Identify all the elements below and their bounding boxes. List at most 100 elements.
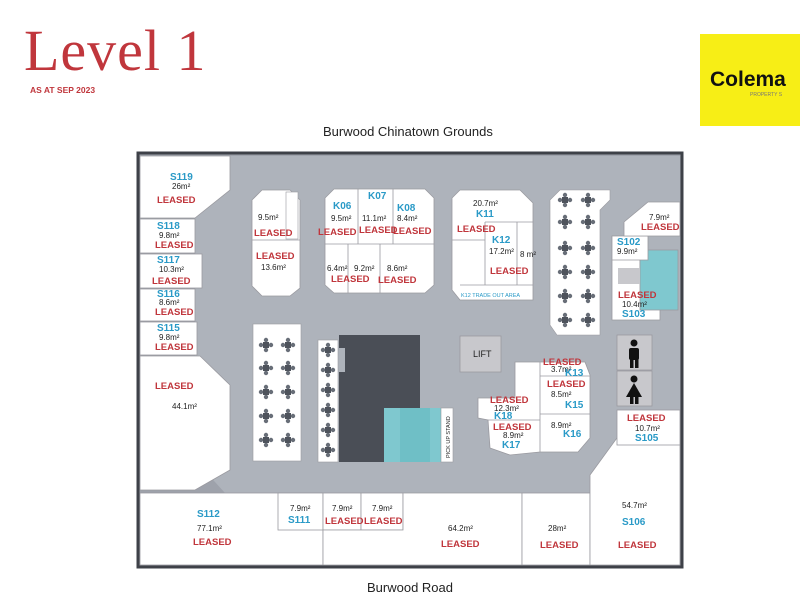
table-icon xyxy=(320,402,336,418)
unit-east-79[interactable] xyxy=(623,201,681,237)
unit-area: 64.2m² xyxy=(448,524,473,533)
status-label: LEASED xyxy=(627,413,666,424)
unit-area: 8.9m² xyxy=(503,431,524,440)
unit-area: 7.9m² xyxy=(649,213,670,222)
unit-area: 10.7m² xyxy=(635,424,660,433)
kiosk-block-k06-k08 xyxy=(324,188,435,294)
unit-label: S105 xyxy=(635,433,659,444)
female-icon xyxy=(626,375,642,404)
trade-out-label: K12 TRADE OUT AREA xyxy=(461,293,520,299)
status-label: LEASED xyxy=(331,274,370,285)
unit-area: 6.4m² xyxy=(327,264,348,273)
unit-area: 8 m² xyxy=(520,250,536,259)
unit-label: S118 xyxy=(157,221,180,232)
unit-s111[interactable] xyxy=(277,492,324,531)
unit-label: K13 xyxy=(565,368,584,379)
unit-s119[interactable] xyxy=(139,155,231,219)
unit-label: K18 xyxy=(494,411,513,422)
unit-label: K12 xyxy=(492,235,511,246)
table-icon xyxy=(258,408,274,424)
table-icon xyxy=(580,312,596,328)
unit-area: 7.9m² xyxy=(332,504,353,513)
unit-area: 44.1m² xyxy=(172,402,197,411)
status-label: LEASED xyxy=(193,537,232,548)
unit-area: 12.3m² xyxy=(494,404,519,413)
unit-area: 20.7m² xyxy=(473,199,498,208)
male-icon xyxy=(629,339,639,368)
unit-label: S111 xyxy=(288,515,311,526)
unit-label: S103 xyxy=(622,309,646,320)
status-label: LEASED xyxy=(378,275,417,286)
status-label: LEASED xyxy=(540,540,579,551)
pickup-stand xyxy=(440,407,454,463)
unit-area: 8.5m² xyxy=(551,390,572,399)
table-icon xyxy=(280,408,296,424)
table-icon xyxy=(557,214,573,230)
logo-wordmark: Colema xyxy=(710,68,786,91)
lift-label: LIFT xyxy=(473,349,492,359)
status-label: LEASED xyxy=(325,516,364,527)
unit-area: 9.2m² xyxy=(354,264,375,273)
table-icon xyxy=(280,337,296,353)
unit-area: 10.3m² xyxy=(159,265,184,274)
status-label: LEASED xyxy=(490,266,529,277)
unit-area: 54.7m² xyxy=(622,501,647,510)
table-icon xyxy=(580,192,596,208)
table-icon xyxy=(320,422,336,438)
unit-s105[interactable] xyxy=(616,409,681,446)
table-icon xyxy=(280,432,296,448)
unit-area: 9.5m² xyxy=(258,213,279,222)
table-icon xyxy=(320,342,336,358)
unit-s115[interactable] xyxy=(139,321,198,356)
unit-area: 9.8m² xyxy=(159,333,180,342)
table-icon xyxy=(320,442,336,458)
unit-label: S116 xyxy=(157,289,180,300)
status-label: LEASED xyxy=(641,222,680,233)
table-icon xyxy=(580,214,596,230)
table-icon xyxy=(258,360,274,376)
status-label: LEASED xyxy=(318,227,357,238)
unit-area: 3.7m² xyxy=(551,365,572,374)
status-label: LEASED xyxy=(254,228,293,239)
unit-s117[interactable] xyxy=(139,253,203,289)
unit-west-44[interactable] xyxy=(139,355,231,491)
unit-area: 8.6m² xyxy=(159,298,180,307)
status-label: LEASED xyxy=(543,357,582,368)
unit-area: 9.5m² xyxy=(331,214,352,223)
status-label: LEASED xyxy=(618,290,657,301)
table-icon xyxy=(280,384,296,400)
pickup-stand-label: PICK UP STAND xyxy=(446,416,452,458)
status-label: LEASED xyxy=(490,395,529,406)
table-icon xyxy=(258,432,274,448)
table-icon xyxy=(258,337,274,353)
unit-area: 11.1m² xyxy=(362,214,387,223)
page-title: Level 1 xyxy=(24,18,207,83)
unit-label: K15 xyxy=(565,400,584,411)
unit-s118[interactable] xyxy=(139,218,196,254)
unit-area: 9.8m² xyxy=(159,231,180,240)
unit-label: K17 xyxy=(502,440,521,451)
status-label: LEASED xyxy=(547,379,586,390)
table-icon xyxy=(557,192,573,208)
unit-label: S115 xyxy=(157,323,180,334)
unit-area: 77.1m² xyxy=(197,524,222,533)
logo-tagline: PROPERTY S xyxy=(750,92,783,98)
unit-area: 9.9m² xyxy=(617,247,638,256)
kiosk-block-k11-k12 xyxy=(451,189,534,301)
status-label: LEASED xyxy=(457,224,496,235)
table-icon xyxy=(320,362,336,378)
unit-area: 10.4m² xyxy=(622,300,647,309)
unit-s116[interactable] xyxy=(139,288,196,322)
unit-label: S106 xyxy=(622,517,646,528)
unit-bottom-28[interactable] xyxy=(521,492,591,566)
status-label: LEASED xyxy=(493,422,532,433)
street-bottom: Burwood Road xyxy=(367,580,453,595)
unit-label: S119 xyxy=(170,172,193,183)
status-label: LEASED xyxy=(618,540,657,551)
status-label: LEASED xyxy=(359,225,398,236)
as-at-date: AS AT SEP 2023 xyxy=(30,85,96,95)
unit-bottom-79b[interactable] xyxy=(360,492,404,531)
unit-area: 13.6m² xyxy=(261,263,286,272)
table-icon xyxy=(258,384,274,400)
